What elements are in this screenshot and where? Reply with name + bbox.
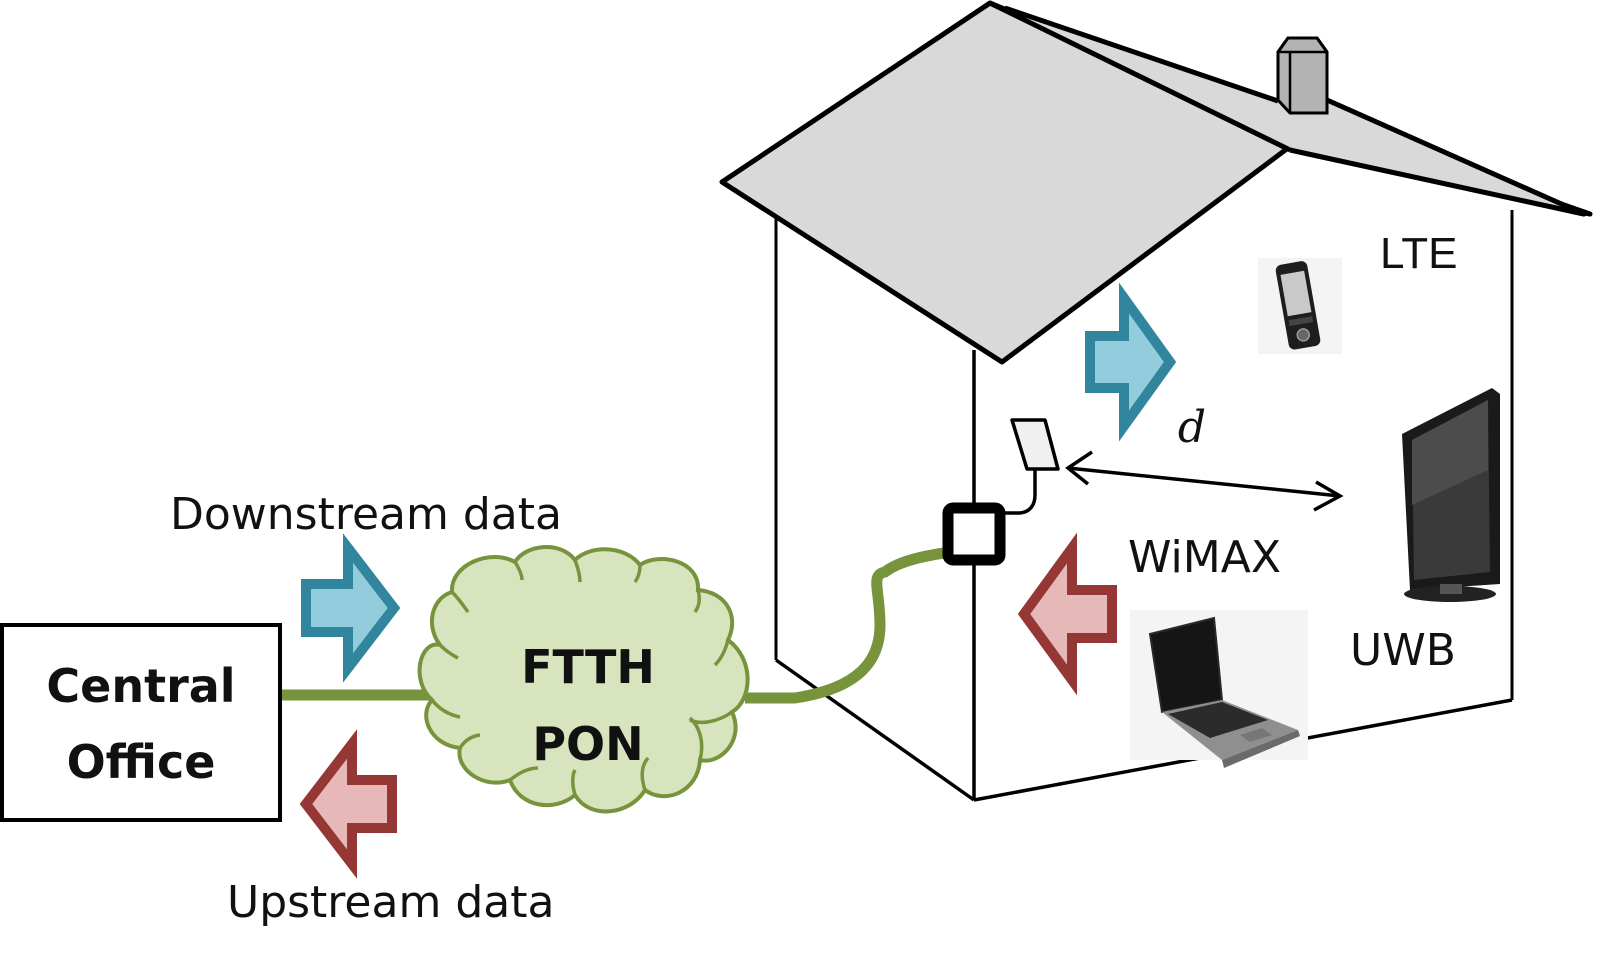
upstream-label: Upstream data	[227, 877, 554, 928]
fiber-pon-to-onu	[745, 546, 951, 704]
wireless-antenna	[1002, 418, 1060, 515]
central-office-label-line1: Central	[46, 659, 235, 713]
central-office: Central Office	[0, 623, 282, 822]
pon-cloud-label-line1: FTTH	[521, 640, 655, 694]
downstream-label: Downstream data	[170, 489, 562, 540]
floor-left-edge	[774, 658, 976, 802]
pon-cloud-label-line2: PON	[532, 717, 643, 771]
downstream-arrow-left	[301, 533, 401, 683]
downstream-arrow-home	[1085, 282, 1177, 442]
laptop-icon	[1130, 610, 1308, 768]
distance-label: d	[1178, 402, 1206, 453]
flat-screen-tv-icon	[1402, 388, 1500, 602]
central-office-box	[0, 623, 282, 822]
roof-left-plane	[719, 0, 1291, 365]
central-office-label-line2: Office	[67, 735, 216, 789]
distance-arrow	[1065, 450, 1344, 512]
chimney-front	[1276, 36, 1329, 115]
onu-box	[942, 502, 1006, 566]
lte-label: LTE	[1380, 229, 1457, 278]
upstream-arrow-home	[1017, 532, 1117, 696]
upstream-arrow-left	[299, 729, 397, 879]
pon-cloud: FTTH PON	[417, 545, 750, 814]
wimax-label: WiMAX	[1128, 532, 1281, 583]
fiber-link	[280, 546, 951, 704]
mobile-phone-icon	[1258, 258, 1342, 354]
uwb-label: UWB	[1350, 625, 1456, 676]
